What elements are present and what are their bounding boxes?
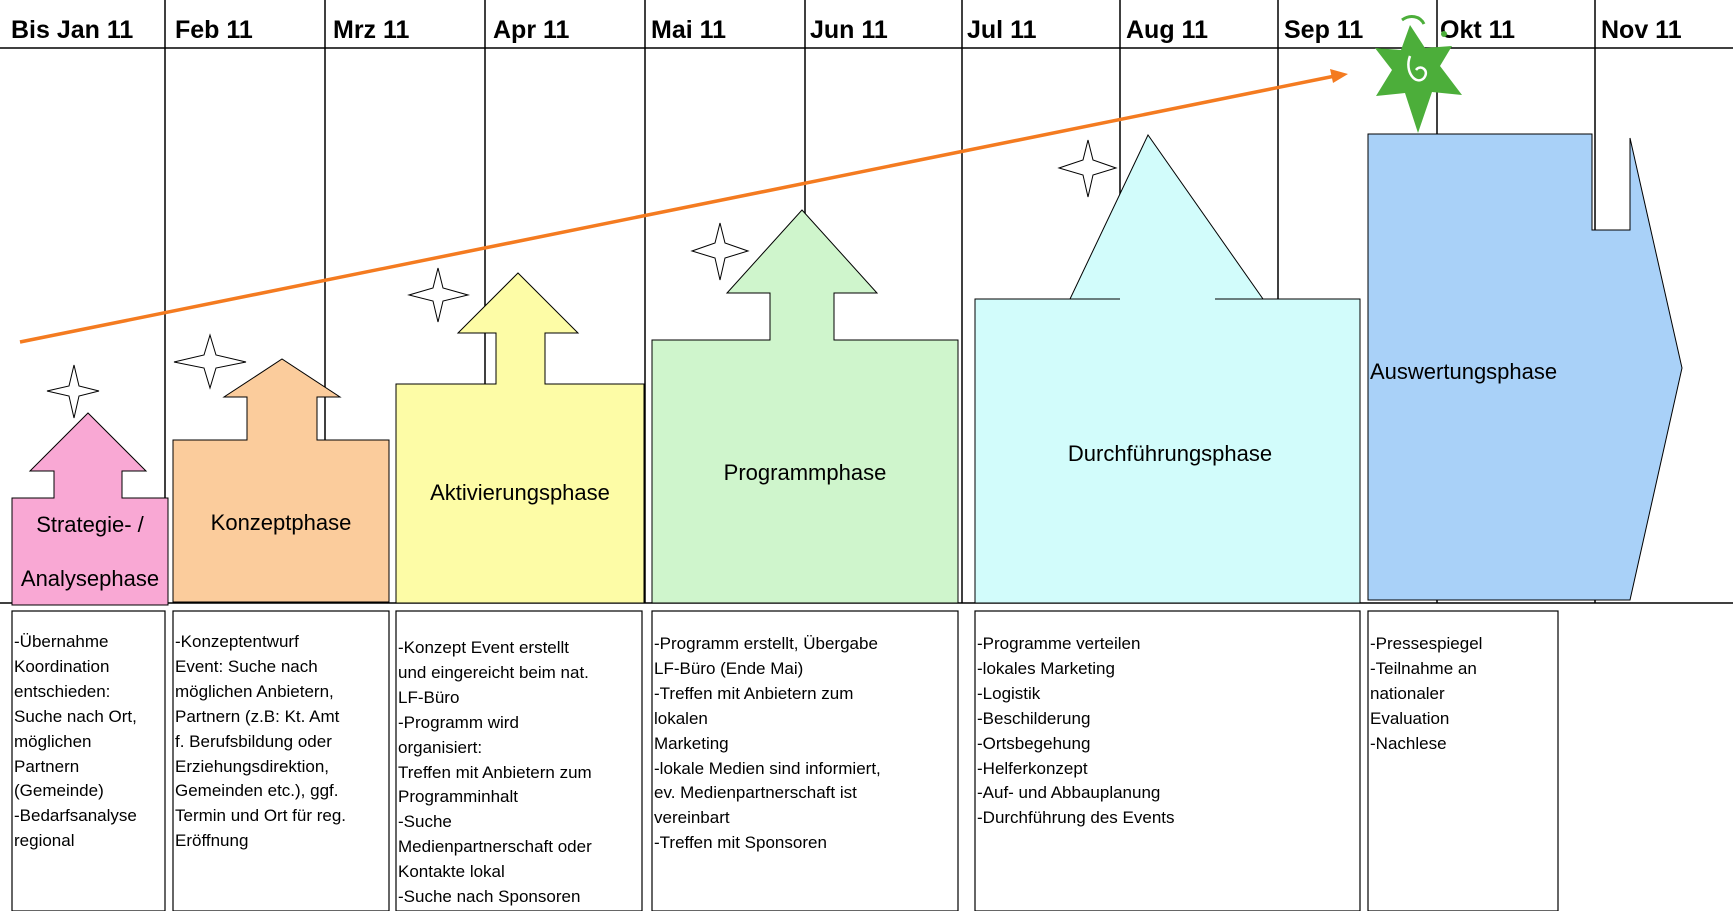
phase-label-aktivierung: Aktivierungsphase: [430, 480, 610, 505]
note-line: -Logistik: [977, 683, 1041, 703]
note-line: Event: Suche nach: [175, 656, 318, 676]
note-line: -Suche nach Sponsoren: [398, 887, 581, 907]
phase-arrow-strategie: [11, 412, 169, 606]
month-label: Jul 11: [967, 16, 1037, 44]
note-line: -Auf- und Abbauplanung: [977, 783, 1161, 803]
note-line: Suche nach Ort,: [14, 706, 137, 726]
note-line: -lokale Medien sind informiert,: [654, 758, 881, 778]
note-durchfuehrung: -Programme verteilen -lokales Marketing -L…: [977, 632, 1175, 831]
logo-star-icon: [1375, 15, 1462, 133]
phase-label-durchfuehrung: Durchführungsphase: [1068, 441, 1272, 466]
note-line: und eingereicht beim nat.: [398, 662, 589, 682]
note-line: Gemeinden etc.), ggf.: [175, 781, 339, 801]
month-label: Mai 11: [651, 16, 726, 44]
month-label: Apr 11: [493, 16, 570, 44]
month-label: Mrz 11: [333, 16, 410, 44]
month-label: Okt 11: [1440, 16, 1515, 44]
phase-label-auswertung: Auswertungsphase: [1370, 359, 1557, 384]
note-line: Kontakte lokal: [398, 862, 505, 882]
month-label: Sep 11: [1284, 16, 1363, 44]
sparkle-icon: [1057, 139, 1118, 198]
sparkle-icon: [690, 222, 750, 281]
note-line: Partnern: [14, 756, 80, 776]
note-line: Programminhalt: [398, 787, 518, 807]
phase-label-konzept: Konzeptphase: [211, 510, 352, 535]
note-line: Eröffnung: [175, 831, 249, 851]
note-line: -Pressespiegel: [1370, 634, 1483, 653]
note-line: -Nachlese: [1370, 733, 1447, 753]
note-line: vereinbart: [654, 808, 730, 828]
note-line: -Treffen mit Sponsoren: [654, 833, 827, 853]
note-line: Evaluation: [1370, 708, 1450, 728]
note-line: -Bedarfsanalyse: [14, 806, 137, 826]
trend-arrow: [19, 69, 1348, 344]
note-line: Medienpartnerschaft oder: [398, 837, 592, 857]
note-box-borders: [11, 610, 1559, 911]
phase-arrow-aktivierung: [395, 272, 645, 604]
note-line: nationaler: [1370, 683, 1445, 703]
month-label: Bis Jan 11: [11, 16, 133, 44]
note-line: -Treffen mit Anbietern zum: [654, 683, 854, 703]
note-line: -Konzeptentwurf: [175, 632, 299, 651]
note-line: -Teilnahme an: [1370, 658, 1477, 678]
note-line: LF-Büro: [398, 687, 460, 707]
note-line: -Programm erstellt, Übergabe: [654, 634, 878, 653]
note-line: -Durchführung des Events: [977, 808, 1175, 828]
note-line: LF-Büro (Ende Mai): [654, 658, 804, 678]
note-line: lokalen: [654, 708, 708, 728]
month-label: Jun 11: [810, 16, 888, 44]
note-line: -Suche: [398, 812, 452, 832]
note-line: Erziehungsdirektion,: [175, 756, 330, 776]
note-line: Treffen mit Anbietern zum: [398, 762, 592, 782]
sparkle-icons: [46, 139, 1118, 419]
note-line: entschieden:: [14, 681, 111, 701]
month-label: Aug 11: [1126, 16, 1208, 44]
month-label: Nov 11: [1601, 16, 1682, 44]
note-line: -Übernahme: [14, 632, 109, 651]
note-line: möglichen Anbietern,: [175, 681, 334, 701]
month-headers: Bis Jan 11 Feb 11 Mrz 11 Apr 11 Mai 11 J…: [11, 16, 1682, 44]
sparkle-icon: [407, 267, 470, 323]
phase-arrow-programm: [651, 209, 959, 604]
note-line: Koordination: [14, 656, 110, 676]
note-line: organisiert:: [398, 737, 483, 757]
phase-label-strategie-line1: Strategie- /: [36, 512, 144, 537]
sparkle-icon: [46, 364, 100, 419]
phase-arrow-konzept: [172, 358, 390, 603]
phase-label-strategie-line2: Analysephase: [21, 566, 159, 591]
note-line: (Gemeinde): [14, 781, 104, 801]
phase-label-programm: Programmphase: [724, 460, 887, 485]
note-line: Termin und Ort für reg.: [175, 806, 347, 826]
note-line: Partnern (z.B: Kt. Amt: [175, 706, 340, 726]
note-line: f. Berufsbildung oder: [175, 731, 332, 751]
note-line: -lokales Marketing: [977, 658, 1115, 678]
sparkle-icon: [173, 333, 247, 390]
phase-arrow-durchfuehrung: [974, 134, 1361, 604]
note-line: -Konzept Event erstellt: [398, 638, 570, 657]
note-line: -Beschilderung: [977, 708, 1091, 728]
note-line: möglichen: [14, 731, 92, 751]
note-line: Marketing: [654, 733, 729, 753]
phase-arrow-auswertung: [1367, 133, 1683, 601]
note-line: -Programm wird: [398, 712, 519, 732]
note-aktivierung: -Konzept Event erstellt und eingereicht b…: [398, 636, 592, 910]
note-line: -Helferkonzept: [977, 758, 1088, 778]
month-label: Feb 11: [175, 16, 253, 44]
note-line: ev. Medienpartnerschaft ist: [654, 783, 857, 803]
note-line: -Ortsbegehung: [977, 733, 1091, 753]
note-line: regional: [14, 831, 75, 851]
note-line: -Programme verteilen: [977, 634, 1141, 653]
